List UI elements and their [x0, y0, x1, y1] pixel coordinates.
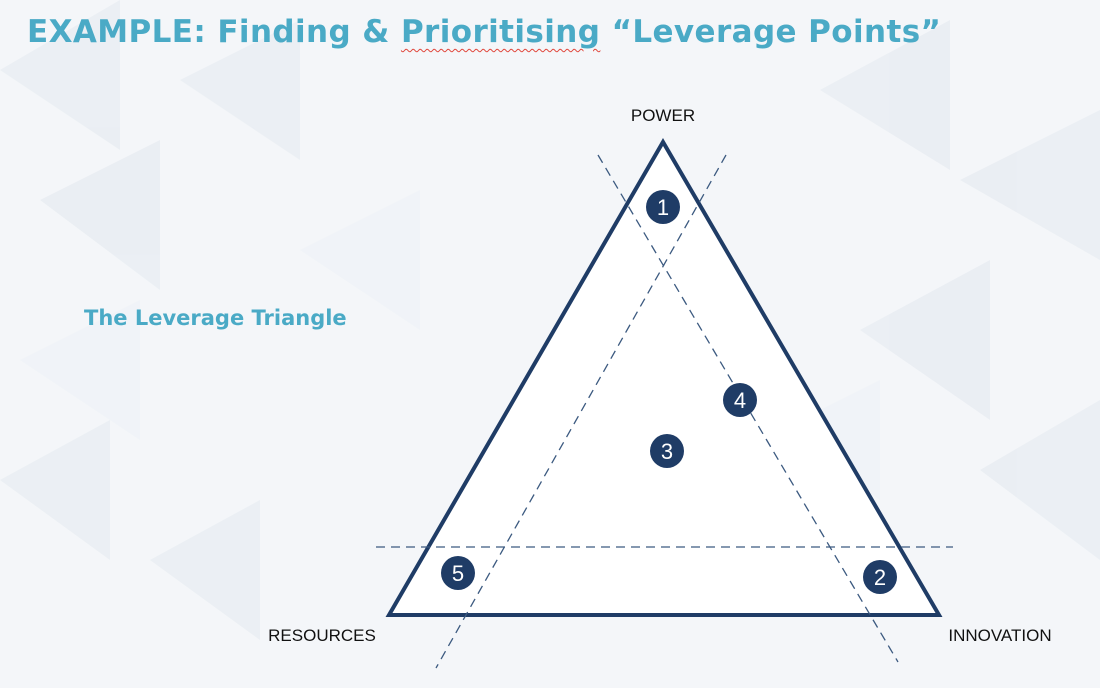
vertex-label-innovation: INNOVATION	[948, 626, 1051, 645]
point-marker-1: 1	[646, 190, 680, 224]
point-marker-4-label: 4	[734, 388, 746, 413]
diagram-subtitle: The Leverage Triangle	[84, 306, 347, 330]
point-marker-4: 4	[723, 383, 757, 417]
title-misspelled-word: Prioritising	[400, 14, 601, 50]
vertex-label-resources: RESOURCES	[268, 626, 376, 645]
dashed-line-top-right-to-bottom-left	[435, 154, 727, 669]
point-marker-3-label: 3	[661, 439, 673, 464]
point-marker-1-label: 1	[657, 195, 669, 220]
point-marker-2: 2	[863, 560, 897, 594]
leverage-triangle	[385, 138, 943, 617]
point-marker-2-label: 2	[874, 565, 886, 590]
point-marker-3: 3	[650, 434, 684, 468]
dashed-line-top-left-to-bottom-right	[597, 154, 899, 663]
slide-title: EXAMPLE: Finding & Prioritising “Leverag…	[27, 14, 941, 50]
point-marker-5: 5	[441, 556, 475, 590]
point-marker-5-label: 5	[452, 561, 464, 586]
title-prefix: EXAMPLE: Finding &	[27, 14, 401, 50]
vertex-label-power: POWER	[631, 106, 695, 125]
title-suffix: “Leverage Points”	[600, 14, 942, 50]
